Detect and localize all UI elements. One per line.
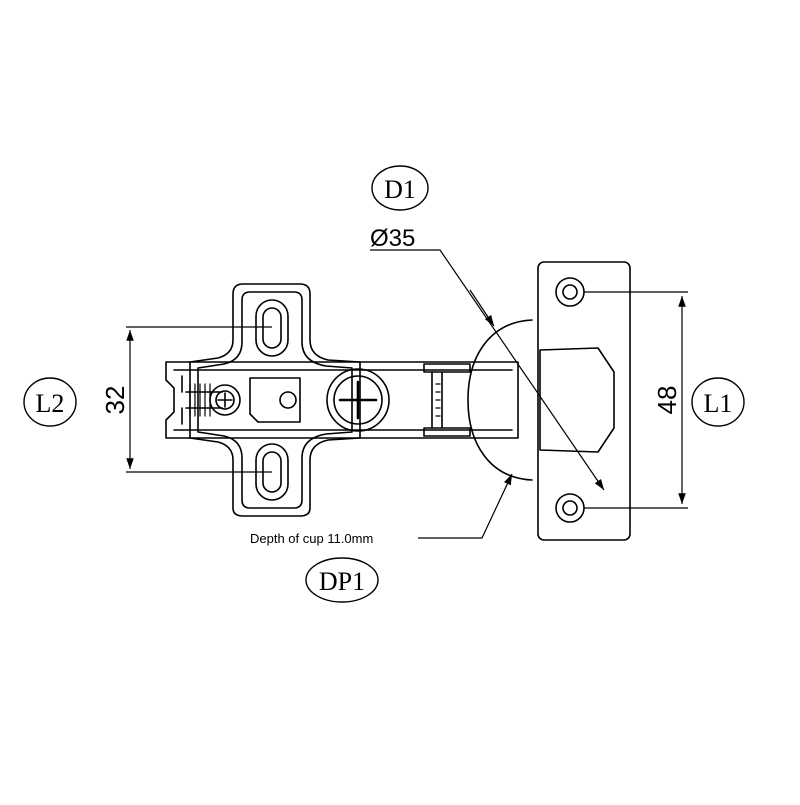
dp1-label: DP1 <box>319 567 365 596</box>
l1-dimension-lines <box>584 291 688 509</box>
dp1-leader <box>418 473 513 539</box>
top-slot-hole <box>255 299 289 357</box>
l1-value-label: 48 <box>652 386 682 415</box>
adjust-screw <box>189 383 241 417</box>
d1-leader <box>370 249 605 491</box>
hinge-knuckle <box>423 363 471 437</box>
slider-block <box>249 377 301 423</box>
cup-depth-label: Depth of cup 11.0mm <box>250 531 373 546</box>
mounting-screw <box>326 368 390 432</box>
l2-value-label: 32 <box>100 386 130 415</box>
l1-label: L1 <box>704 389 733 418</box>
bottom-door-hole <box>555 493 585 523</box>
top-door-hole <box>555 277 585 307</box>
cup-arc <box>467 319 533 481</box>
dp1-bubble <box>305 557 379 603</box>
cup-plate <box>537 261 631 541</box>
hinge-arm <box>165 361 519 439</box>
mounting-plate <box>189 283 361 517</box>
cup-diameter-label: Ø35 <box>370 225 415 252</box>
l2-label: L2 <box>36 389 65 418</box>
l2-bubble <box>23 377 77 427</box>
d1-bubble <box>371 165 429 211</box>
d1-label: D1 <box>384 175 416 204</box>
l1-bubble <box>691 377 745 427</box>
l2-dimension-lines <box>126 326 272 473</box>
